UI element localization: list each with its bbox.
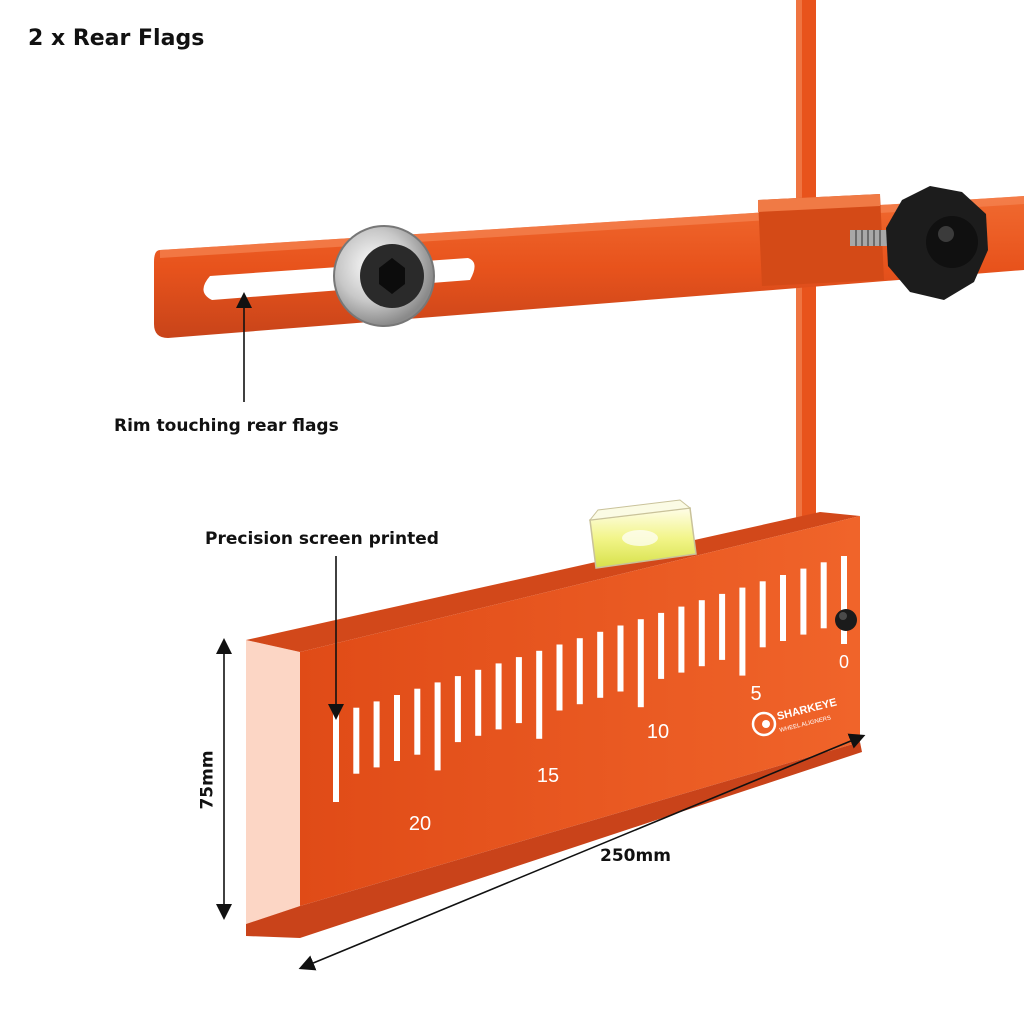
ruler-tick [678, 606, 685, 673]
ruler-tick [841, 556, 847, 644]
ruler-tick [394, 695, 400, 761]
ruler-tick [556, 644, 563, 711]
rim-callout-label: Rim touching rear flags [114, 416, 339, 436]
thumb-knob [850, 186, 988, 300]
slot-bolt [333, 225, 435, 327]
page-title: 2 x Rear Flags [28, 26, 205, 51]
ruler-tick [576, 638, 583, 705]
ruler-tick [475, 669, 482, 736]
ruler-tick [536, 650, 543, 739]
precision-callout-label: Precision screen printed [205, 529, 439, 549]
ruler-tick [759, 581, 766, 648]
ruler-tick [495, 663, 502, 730]
ruler-tick [333, 714, 339, 802]
height-dimension-label: 75mm [197, 750, 218, 810]
ruler-tick [800, 568, 807, 635]
width-dimension-line [298, 733, 866, 971]
ruler-tick [637, 619, 644, 708]
bubble-level [588, 499, 697, 569]
ruler-tick [434, 682, 441, 771]
ruler-tick [820, 562, 827, 629]
ruler-tick [719, 593, 726, 660]
ruler-tick [454, 676, 461, 743]
ruler-tick [780, 575, 786, 641]
ruler-tick [373, 701, 380, 768]
ruler-tick [414, 688, 421, 755]
ruler-tick [658, 612, 665, 679]
ruler-tick [698, 600, 705, 667]
ruler-tick [597, 631, 604, 698]
ruler-tick [515, 657, 522, 724]
ruler-label-0: 0 [839, 652, 849, 672]
ruler-tick [617, 625, 624, 692]
ruler-label-10: 10 [647, 721, 669, 743]
ruler-label-5: 5 [750, 683, 761, 705]
small-screw [835, 609, 857, 631]
ruler-tick [353, 707, 360, 774]
width-dimension-label: 250mm [600, 846, 671, 866]
ruler-label-20: 20 [409, 813, 431, 835]
ruler-tick [739, 587, 746, 676]
ruler-label-15: 15 [537, 765, 559, 787]
